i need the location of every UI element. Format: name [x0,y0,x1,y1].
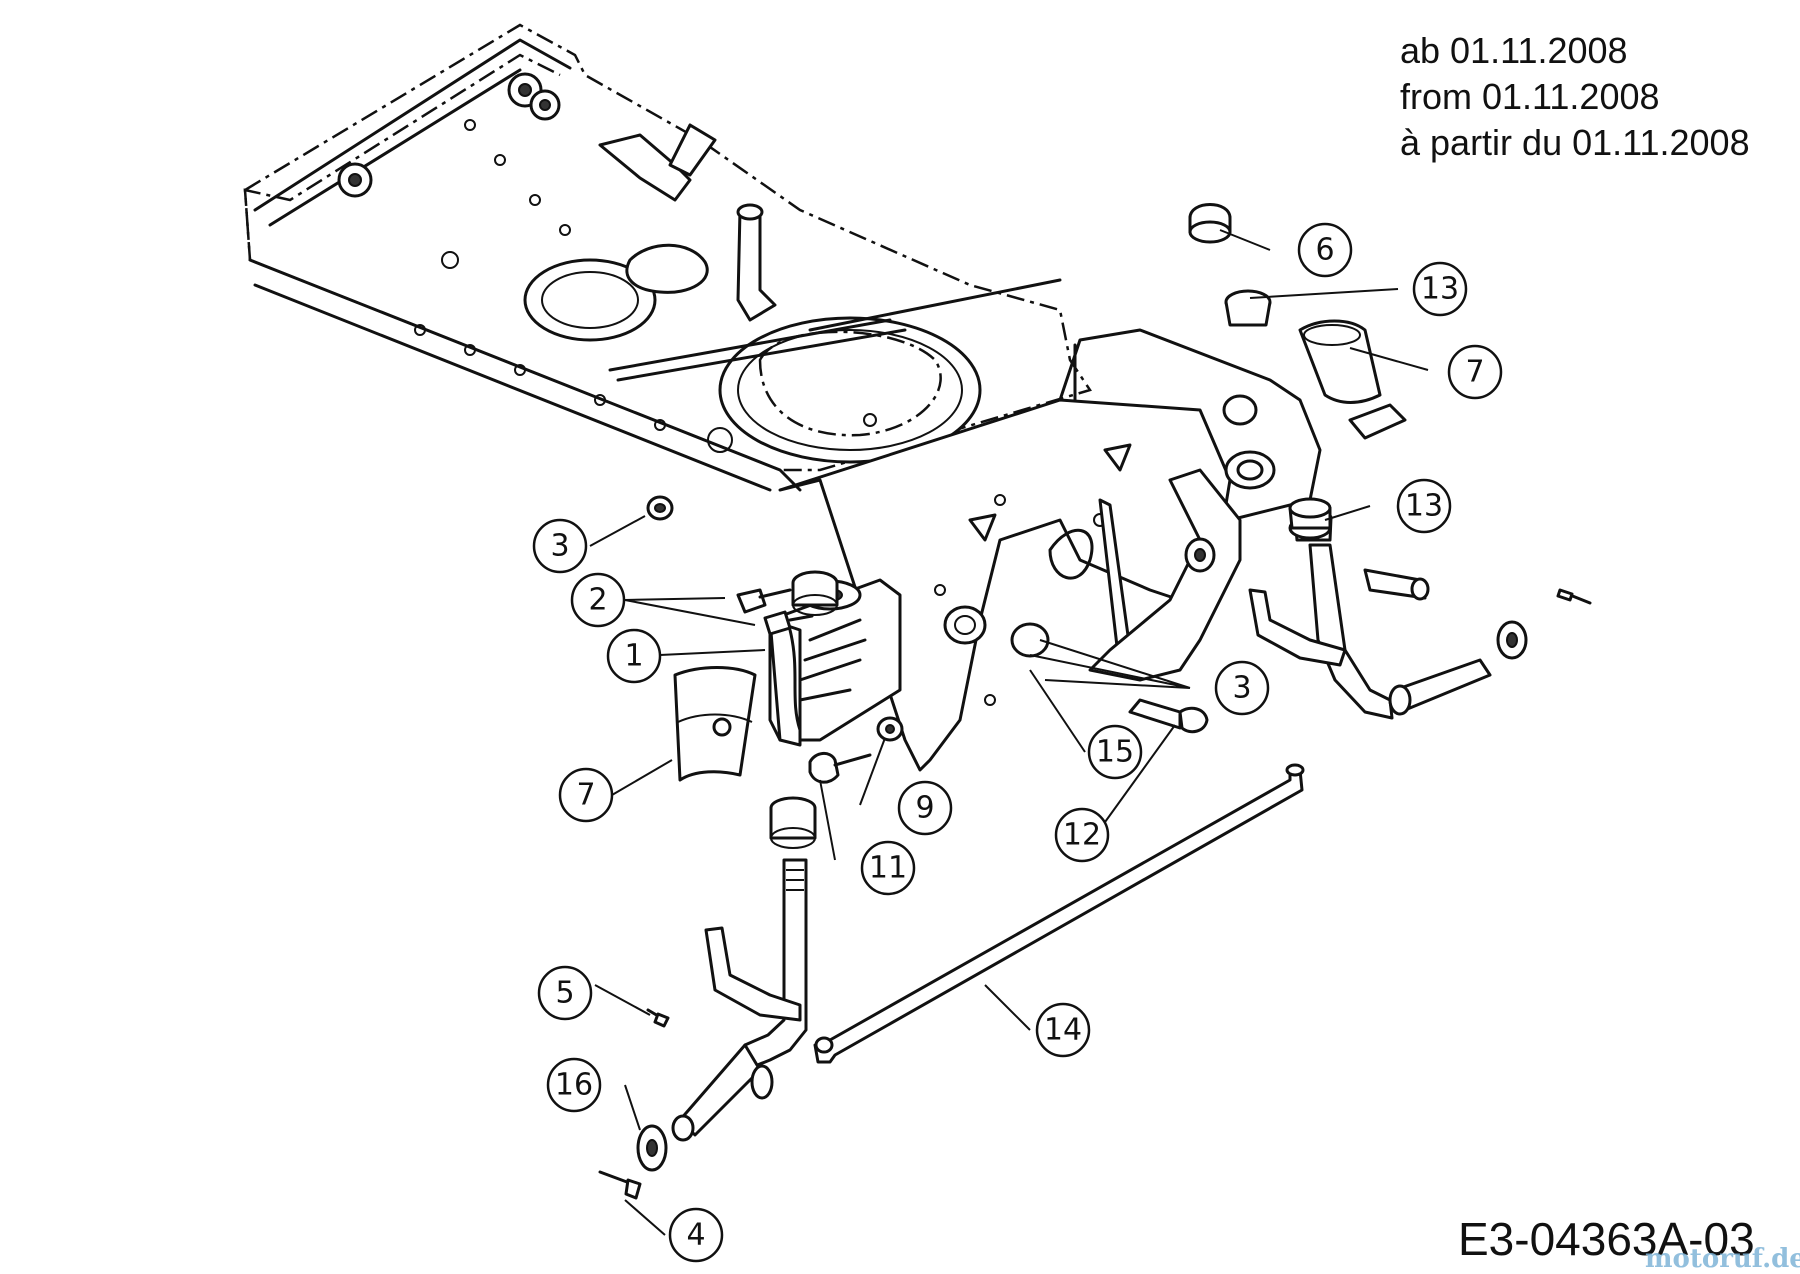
callout-7-left: 7 [558,767,614,823]
callout-13-top: 13 [1412,261,1468,317]
watermark-logo: motoruf.de [1645,1244,1800,1274]
svg-text:12: 12 [1063,818,1101,853]
callout-12: 12 [1054,807,1110,863]
svg-text:4: 4 [686,1218,705,1253]
svg-text:15: 15 [1096,735,1134,770]
svg-text:7: 7 [576,778,595,813]
spindle-left [671,796,817,1142]
diagram-code: E3-04363A-03 [1458,1213,1755,1265]
date-label-en: from 01.11.2008 [1400,76,1660,117]
svg-text:3: 3 [1232,671,1251,706]
tie-rod [813,763,1305,1064]
fasteners-9-11-12 [808,698,1209,784]
callout-2: 2 [570,572,626,628]
chassis-frame [243,23,1092,492]
svg-text:11: 11 [869,851,907,886]
callout-1: 1 [606,628,662,684]
svg-text:3: 3 [550,529,569,564]
callout-13-lower: 13 [1396,478,1452,534]
right-top-parts [1188,203,1407,540]
callout-leaders [589,229,1429,1236]
callout-7-right: 7 [1447,344,1503,400]
date-label-de: ab 01.11.2008 [1400,30,1628,71]
small-parts-lower [598,1008,670,1200]
svg-text:14: 14 [1044,1013,1082,1048]
svg-text:7: 7 [1465,355,1484,390]
svg-text:5: 5 [555,976,574,1011]
svg-text:13: 13 [1421,272,1459,307]
callout-14: 14 [1035,1002,1091,1058]
svg-text:16: 16 [555,1068,593,1103]
pivot-bracket-left [768,570,902,747]
callout-3-left: 3 [532,518,588,574]
callout-4: 4 [668,1207,724,1263]
svg-text:13: 13 [1405,489,1443,524]
svg-text:1: 1 [624,639,643,674]
svg-text:2: 2 [588,583,607,618]
callout-9: 9 [897,780,953,836]
svg-text:9: 9 [915,791,934,826]
callout-11: 11 [860,840,916,896]
callout-16: 16 [546,1057,602,1113]
callout-5: 5 [537,965,593,1021]
date-label-fr: à partir du 01.11.2008 [1400,122,1750,163]
callout-6: 6 [1297,222,1353,278]
svg-text:6: 6 [1315,233,1334,268]
callout-3-right: 3 [1214,660,1270,716]
shield-left [673,666,757,782]
spindle-right [1248,508,1592,720]
washers-3 [646,495,1216,573]
callout-15: 15 [1087,724,1143,780]
bolts-2 [736,588,814,636]
